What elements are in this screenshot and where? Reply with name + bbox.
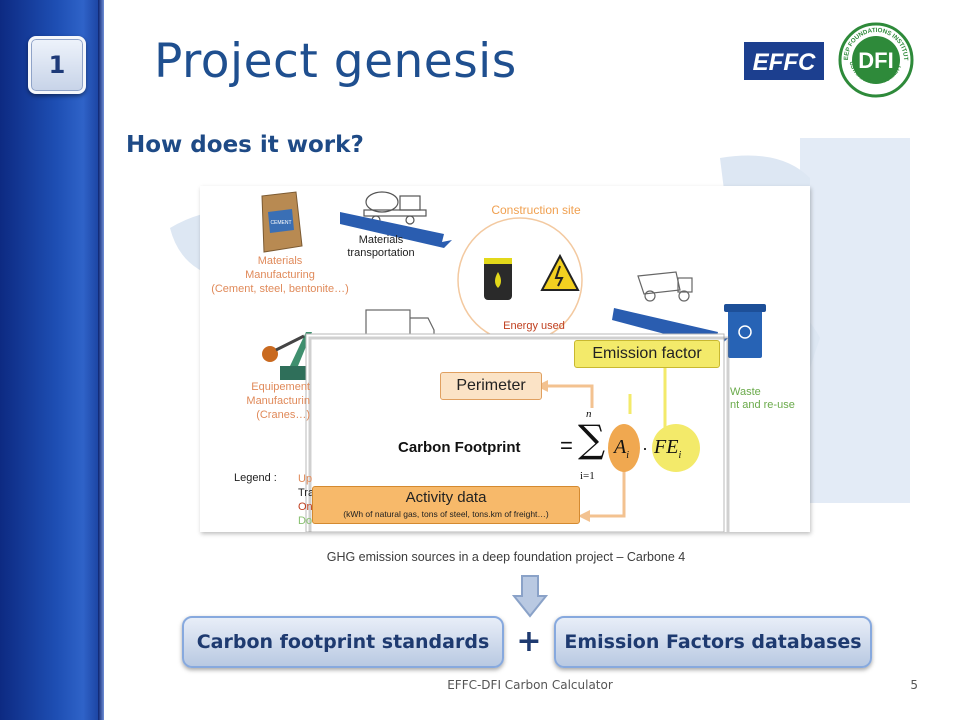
cement-bag-text: CEMENT (270, 220, 291, 226)
dfi-logo-text: DFI (858, 48, 893, 73)
perimeter-box: Perimeter (440, 372, 542, 400)
activity-data-title: Activity data (405, 489, 487, 506)
legend-item-transport: Tra (298, 487, 315, 499)
plus-sign: + (516, 624, 542, 659)
equipment-line-2: Manufacturin (246, 395, 310, 407)
activity-term-subscript: i (626, 450, 629, 461)
materials-transportation-label: Materials transportation (336, 234, 426, 260)
legend-items: Up Tra On Do (298, 472, 314, 528)
legend-item-onsite: On (298, 501, 313, 513)
emission-term-circle (652, 424, 700, 472)
transport-arrow-icon (340, 212, 452, 248)
energy-used-label: Energy used (503, 320, 565, 332)
construction-site-label: Construction site (491, 203, 581, 217)
activity-term: Ai (614, 436, 629, 461)
ghg-sources-diagram: CEMENT (200, 186, 810, 532)
materials-transportation-line-2: transportation (347, 247, 415, 259)
materials-manufacturing-line-2: Manufacturing (245, 269, 315, 281)
fuel-barrel-icon (484, 258, 512, 300)
materials-manufacturing-line-1: Materials (257, 255, 303, 267)
legend-item-upstream: Up (298, 473, 313, 485)
left-sidebar-bar (0, 0, 104, 720)
legend-item-downstream: Do (298, 515, 313, 527)
equipment-line-3: (Cranes…) (256, 409, 310, 421)
activity-data-box: Activity data (kWh of natural gas, tons … (312, 486, 580, 524)
materials-manufacturing-label: Materials Manufacturing (Cement, steel, … (200, 254, 360, 296)
carbon-footprint-standards-box: Carbon footprint standards (182, 616, 504, 668)
multiply-dot: · (642, 438, 648, 458)
recycle-bin-icon (724, 304, 766, 358)
materials-transportation-line-1: Materials (358, 234, 404, 246)
dump-truck-icon (637, 271, 693, 302)
waste-line-1: Waste (730, 386, 761, 398)
section-subtitle: How does it work? (126, 132, 364, 158)
equipment-manufacturing-label: Equipement Manufacturin (Cranes…) (240, 380, 310, 422)
effc-logo-text: EFFC (753, 49, 816, 76)
diagram-caption: GHG emission sources in a deep foundatio… (200, 546, 812, 568)
materials-manufacturing-line-3: (Cement, steel, bentonite…) (211, 283, 349, 295)
activity-term-oval (608, 424, 640, 472)
sum-upper-limit: n (586, 408, 592, 420)
waste-label: Waste nt and re-use (730, 386, 810, 412)
electricity-warning-icon (540, 253, 580, 291)
emission-term-subscript: i (678, 450, 682, 461)
emission-factor-term: FEi (654, 436, 681, 461)
emission-factors-databases-box: Emission Factors databases (554, 616, 872, 668)
waste-line-2: nt and re-use (730, 399, 795, 411)
sum-symbol: ∑ (578, 417, 606, 461)
cement-bag-icon: CEMENT (261, 191, 303, 253)
emission-term-letters: FE (654, 436, 679, 458)
legend-label: Legend : (234, 472, 277, 484)
page-number: 5 (910, 678, 918, 692)
truck-outline-icon (365, 309, 435, 337)
emission-factor-box: Emission factor (574, 340, 720, 368)
activity-data-detail: (kWh of natural gas, tons of steel, tons… (343, 509, 549, 519)
equipment-line-1: Equipement (251, 381, 310, 393)
dfi-logo: DEEP FOUNDATIONS INSTITUTE SUSTAINABILIT… (836, 17, 914, 98)
activity-term-letter: A (614, 436, 627, 458)
carbon-footprint-label: Carbon Footprint (398, 439, 521, 456)
equals-sign: = (560, 433, 573, 458)
effc-logo: EFFC (744, 42, 824, 80)
page-title: Project genesis (154, 34, 517, 89)
section-number-badge: 1 (28, 36, 86, 94)
down-arrow-icon (512, 575, 548, 618)
footer-title: EFFC-DFI Carbon Calculator (447, 678, 613, 692)
crane-icon (262, 332, 312, 380)
sum-lower-limit: i=1 (580, 470, 595, 482)
